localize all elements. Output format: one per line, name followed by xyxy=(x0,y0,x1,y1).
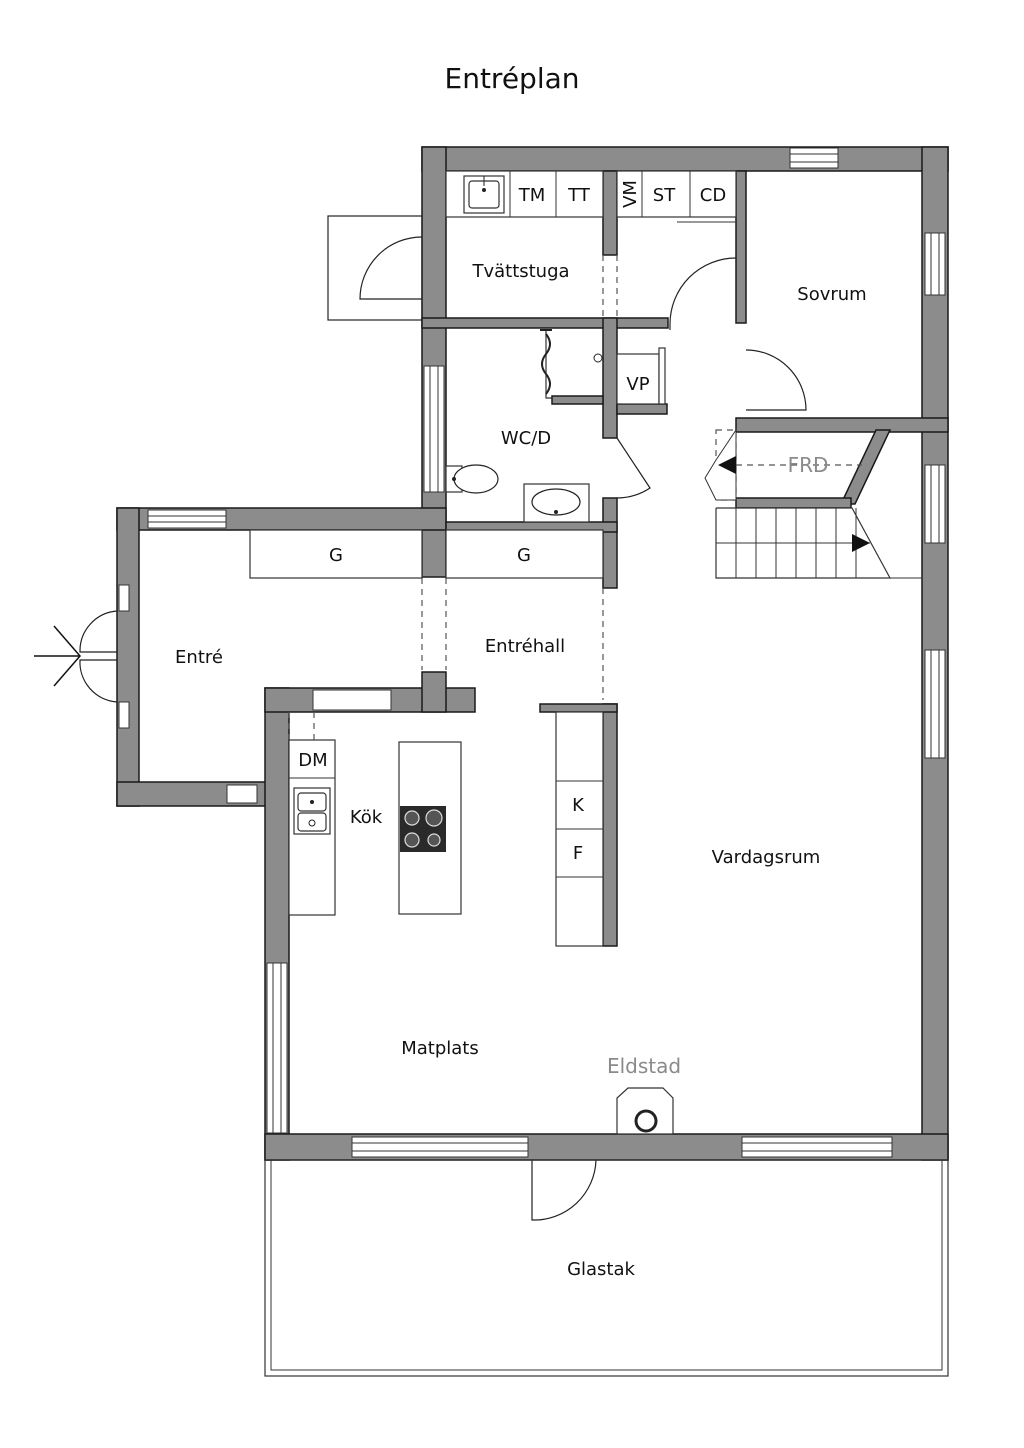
fixture-label-k: K xyxy=(572,795,585,816)
fixture-label-st: ST xyxy=(653,185,676,206)
room-label-wcd: WC/D xyxy=(501,428,551,449)
wc-fixtures xyxy=(445,329,666,523)
doors xyxy=(79,215,807,1221)
room-label-entre: Entré xyxy=(175,647,223,668)
room-label-sovrum: Sovrum xyxy=(797,284,866,305)
wardrobes xyxy=(249,529,604,579)
fixture-label-eldstad: Eldstad xyxy=(607,1054,681,1078)
fixture-label-tm: TM xyxy=(518,185,546,206)
fixture-label-g-entre: G xyxy=(329,545,343,566)
windows xyxy=(118,147,946,1158)
fixture-label-vm: VM xyxy=(620,180,641,208)
fixture-label-f: F xyxy=(573,843,583,864)
room-label-glastak: Glastak xyxy=(567,1259,635,1280)
fixture-label-g-hall: G xyxy=(517,545,531,566)
fixture-label-frd: FRD xyxy=(788,453,829,477)
room-label-kok: Kök xyxy=(350,807,383,828)
fixture-label-tt: TT xyxy=(567,185,591,206)
glass-roof xyxy=(264,1159,949,1377)
room-label-entrehall: Entréhall xyxy=(485,636,565,657)
fireplace-icon xyxy=(616,1087,674,1135)
room-label-vardagsrum: Vardagsrum xyxy=(712,847,821,868)
closet-fixtures xyxy=(616,170,737,223)
room-label-tvattstuga: Tvättstuga xyxy=(471,261,569,282)
kitchen-fixtures xyxy=(288,711,604,947)
entrance-arrow-icon xyxy=(34,625,81,687)
fixture-label-vp: VP xyxy=(626,374,649,395)
fixture-label-dm: DM xyxy=(298,750,327,771)
room-label-matplats: Matplats xyxy=(401,1038,479,1059)
stair xyxy=(704,428,922,579)
walls xyxy=(116,146,949,1161)
plan-title: Entréplan xyxy=(444,62,580,95)
fixture-label-cd: CD xyxy=(700,185,726,206)
laundry-fixtures xyxy=(445,170,604,218)
